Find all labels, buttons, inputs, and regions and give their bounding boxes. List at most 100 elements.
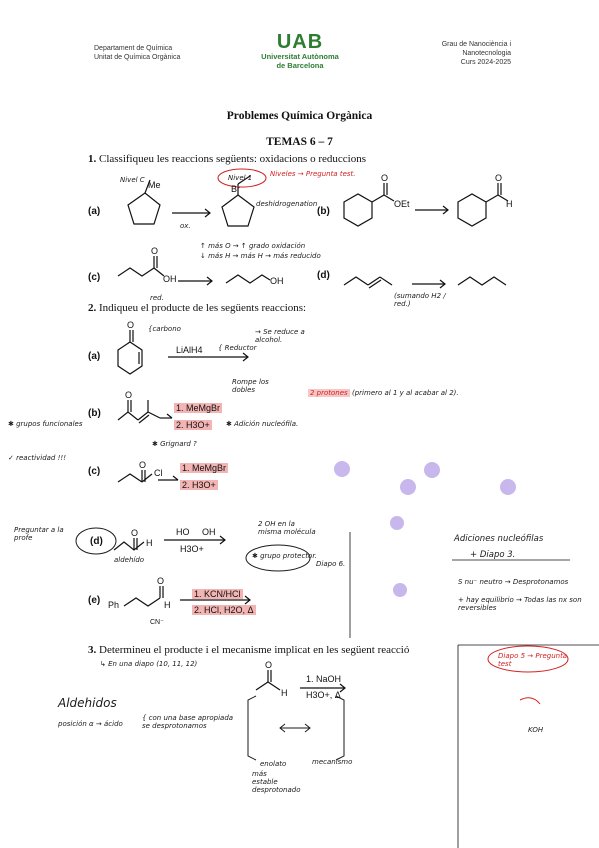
note-diapo3: + Diapo 3. <box>470 550 516 560</box>
q2a-reagent: LiAlH4 <box>176 345 203 355</box>
q3-reagent2: H3O+, Δ <box>306 690 341 700</box>
note-dos-oh: 2 OH en la misma molécula <box>258 520 316 536</box>
note-snu: S nu⁻ neutro → Desprotonamos <box>458 578 569 586</box>
note-protones: 2 protones <box>308 389 350 397</box>
protecting-group-circle <box>245 544 311 572</box>
q3-o-label: O <box>265 660 273 670</box>
q2-number: 2. <box>88 302 97 314</box>
note-grupo-prot: ✱ grupo protector. <box>252 552 317 560</box>
note-reactividad: ✓ reactividad !!! <box>8 454 67 462</box>
q2c-cl-label: Cl <box>154 468 163 478</box>
note-diapo6: Diapo 6. <box>316 560 346 568</box>
note-equilibrio: + hay equilibrio → Todas las nx son reve… <box>458 596 582 612</box>
logo-text: UAB <box>276 31 324 53</box>
q1-number: 1. <box>88 153 97 165</box>
q3-reagent1: 1. NaOH <box>306 674 342 684</box>
note-d: (sumando H2 / red.) <box>394 292 446 308</box>
page-subtitle: TEMAS 6 – 7 <box>266 136 333 148</box>
page-title: Problemes Química Orgànica <box>226 110 373 122</box>
diapo5-circle <box>487 645 569 673</box>
note-nivel-c: Nivel C <box>120 176 145 184</box>
note-reductor: { Reductor <box>218 344 257 352</box>
q1a-cyclopentane-left <box>127 192 161 225</box>
q2-part-e: (e) <box>88 595 101 606</box>
course-line1: Grau de Nanociència i <box>441 41 511 48</box>
q2d-reagent2: OH <box>202 527 216 537</box>
note-reduct: → Se reduce a alcohol. <box>255 328 305 344</box>
header-dept: Departament de Química Unitat de Química… <box>94 44 180 62</box>
note-dehidrogen: deshidrogenation <box>256 200 318 208</box>
note-niveles: Niveles → Pregunta test. <box>270 170 356 178</box>
q2b-reagent1: 1. MeMgBr <box>174 403 223 413</box>
note-koh: KOH <box>528 726 544 734</box>
note-diapo5: Diapo 5 → Pregunta test <box>498 652 568 668</box>
q2-part-c: (c) <box>88 466 101 477</box>
uni-line1: Universitat Autònoma <box>261 52 339 61</box>
note-aldehidos: Aldehidos <box>58 696 117 710</box>
q1c-o-label: O <box>151 246 159 256</box>
q2d-o-label: O <box>131 528 139 538</box>
q2e-reagent1: 1. KCN/HCl <box>192 589 243 599</box>
header-course: Grau de Nanociència i Nanotecnologia Cur… <box>423 40 511 67</box>
note-adiciones: Adiciones nucleófilas <box>454 534 544 544</box>
note-menos: ↓ más H → más H → más reducido <box>200 252 321 260</box>
q1b-cyclohexane-right <box>457 193 487 227</box>
q1-part-d: (d) <box>317 270 330 281</box>
q1b-h-label: H <box>506 199 513 209</box>
q1-part-c: (c) <box>88 272 101 283</box>
note-posicion: posición α → ácido <box>58 720 123 728</box>
q2c-reagent1: 1. MeMgBr <box>180 463 229 473</box>
q1a-me-label: Me <box>148 180 161 190</box>
q1-part-b: (b) <box>317 206 330 217</box>
dept-line1: Departament de Química <box>94 45 173 52</box>
nivel1-circle <box>217 168 267 188</box>
q2e-o-label: O <box>157 576 165 586</box>
note-mas: ↑ más O → ↑ grado oxidación <box>200 242 306 250</box>
question-1: 1. Classifiqueu les reaccions següents: … <box>88 153 366 165</box>
q1b-o2-label: O <box>495 173 503 183</box>
q2-part-b: (b) <box>88 408 101 419</box>
note-base: { con una base apropiada se desprotonamo… <box>142 714 234 730</box>
q1c-oh2-label: OH <box>270 276 284 286</box>
course-line3: Curs 2024-2025 <box>460 59 511 66</box>
q1b-oet-label: OEt <box>394 199 410 209</box>
q3-number: 3. <box>88 644 97 656</box>
q2e-ph-label: Ph <box>108 600 120 610</box>
dept-line2: Unitat de Química Orgànica <box>94 54 181 61</box>
q2c-o-label: O <box>139 460 147 470</box>
q1-text: Classifiqueu les reaccions següents: oxi… <box>99 153 366 165</box>
q3-text: Determineu el producte i el mecanisme im… <box>99 644 410 656</box>
q1-part-a: (a) <box>88 206 101 217</box>
q2d-circle <box>75 527 117 555</box>
uab-logo: UAB Universitat Autònoma de Barcelona <box>250 32 350 70</box>
q3-h-label: H <box>281 688 288 698</box>
note-red-c: red. <box>150 294 164 302</box>
note-carbono: {carbono <box>148 325 181 333</box>
q2e-reagent2: 2. HCl, H2O, Δ <box>192 605 256 615</box>
q2d-h-label: H <box>146 538 153 548</box>
q2e-cn-label: CN⁻ <box>150 619 164 626</box>
question-3: 3. Determineu el producte i el mecanisme… <box>88 644 409 656</box>
note-adicion: ✱ Adición nucleófila. <box>226 420 299 428</box>
q2e-h-label: H <box>164 600 171 610</box>
note-bec: Rompe los dobles <box>232 378 269 394</box>
note-protones-desc: (primero al 1 y al acabar al 2). <box>352 389 459 397</box>
uni-line2: de Barcelona <box>276 61 324 70</box>
note-enolato: enolato <box>260 760 287 768</box>
q1b-cyclohexane-left <box>343 193 373 227</box>
q1b-o-label: O <box>381 173 389 183</box>
course-line2: Nanotecnologia <box>462 50 511 57</box>
q2b-reagent2: 2. H3O+ <box>174 420 212 430</box>
note-grupos: ✱ grupos funcionales <box>8 420 83 428</box>
note-grignard: ✱ Grignard ? <box>152 440 197 448</box>
note-mecanismo: mecanismo <box>312 758 353 766</box>
q2-part-a: (a) <box>88 351 101 362</box>
q2c-reagent2: 2. H3O+ <box>180 480 218 490</box>
note-estable: más estable desprotonado <box>252 770 301 794</box>
q2b-o-label: O <box>125 390 133 400</box>
q2-part-d: (d) <box>90 536 103 547</box>
note-nivel-1: Nivel 1 <box>228 174 253 182</box>
q1c-oh-label: OH <box>163 274 177 284</box>
q1a-cyclopentane-right <box>221 194 255 227</box>
